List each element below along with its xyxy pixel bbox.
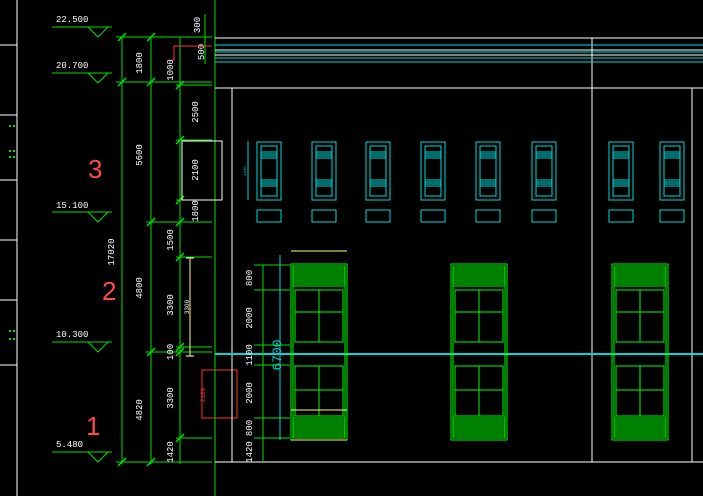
red-window-detail: 2100 [200,369,238,419]
small-window-dimension-box: 2100 [181,140,249,201]
left-border-frame [0,0,18,496]
cornice [215,44,703,63]
floor-label-2: 2 [102,276,116,306]
dimension-labels-detail: 1000 2500 2100 1800 1500 3300 100 3300 1… [166,59,201,463]
svg-text:1100: 1100 [245,344,255,366]
small-window [365,141,391,223]
svg-text:4800: 4800 [135,277,145,299]
svg-text:800: 800 [245,270,255,286]
svg-text:1420: 1420 [166,441,176,463]
tall-window [450,263,508,441]
dimension-label-total: 17020 [107,238,117,265]
svg-text:10.300: 10.300 [56,330,88,340]
svg-text:1500: 1500 [166,229,176,251]
tall-window [290,263,348,441]
svg-text:4820: 4820 [135,399,145,421]
svg-text:2100: 2100 [200,387,207,402]
floor-label-3: 3 [88,154,102,184]
elevation-marker-10300: 10.300 [52,330,112,353]
dimension-ticks [117,32,185,467]
third-floor-windows [256,141,685,223]
svg-text:500: 500 [197,44,207,60]
svg-text:2000: 2000 [245,307,255,329]
window-sill-panel [475,209,501,223]
svg-text:20.700: 20.700 [56,61,88,71]
window-sill-panel [365,209,391,223]
svg-text:3300: 3300 [166,387,176,409]
tall-window [611,263,669,441]
window-sill-panel [608,209,634,223]
window-sill-panel [311,209,337,223]
elevation-marker-20700: 20.700 [52,61,112,84]
svg-text:2000: 2000 [245,382,255,404]
svg-text:15.100: 15.100 [56,201,88,211]
svg-text:3300: 3300 [166,294,176,316]
window-width-marks [291,250,347,441]
dimension-labels-top: 300 500 [193,17,207,60]
svg-text:300: 300 [193,17,203,33]
dimension-labels-storey: 1800 5600 4800 4820 [135,52,145,421]
svg-text:1800: 1800 [191,200,201,222]
svg-text:5.480: 5.480 [56,440,83,450]
svg-text:2100: 2100 [191,159,201,181]
dimension-chain-lines [116,14,212,464]
svg-text:6700: 6700 [270,339,285,370]
svg-text:1800: 1800 [135,52,145,74]
yellow-guide-dimension: 3300 [184,257,194,357]
svg-text:22.500: 22.500 [56,15,88,25]
small-window [608,141,634,223]
svg-text:100: 100 [166,344,176,360]
svg-text:1000: 1000 [166,59,176,81]
svg-text:1420: 1420 [245,441,255,463]
left-border-marks [9,125,15,340]
red-detail-bracket-top [172,46,175,61]
elevation-marker-22500: 22.500 [52,15,112,38]
small-window [256,141,282,223]
elevation-marker-5480: 5.480 [52,440,112,463]
building-outline [215,37,703,463]
small-window [659,141,685,223]
window-sill-panel [420,209,446,223]
svg-text:5600: 5600 [135,144,145,166]
svg-text:800: 800 [245,420,255,436]
small-window [420,141,446,223]
svg-text:2100: 2100 [244,166,248,176]
window-sill-panel [659,209,685,223]
window-sill-panel [531,209,557,223]
window-sill-panel [256,209,282,223]
small-window [311,141,337,223]
elevation-marker-15100: 15.100 [52,201,112,223]
cornice-white [215,49,703,56]
svg-text:2500: 2500 [191,101,201,123]
small-window [475,141,501,223]
window-side-dimension-chain: 800 2000 1100 2000 800 1420 6700 [245,255,290,463]
tall-windows [290,263,669,441]
svg-text:3300: 3300 [184,299,191,314]
floor-label-1: 1 [86,411,100,441]
small-window [531,141,557,223]
